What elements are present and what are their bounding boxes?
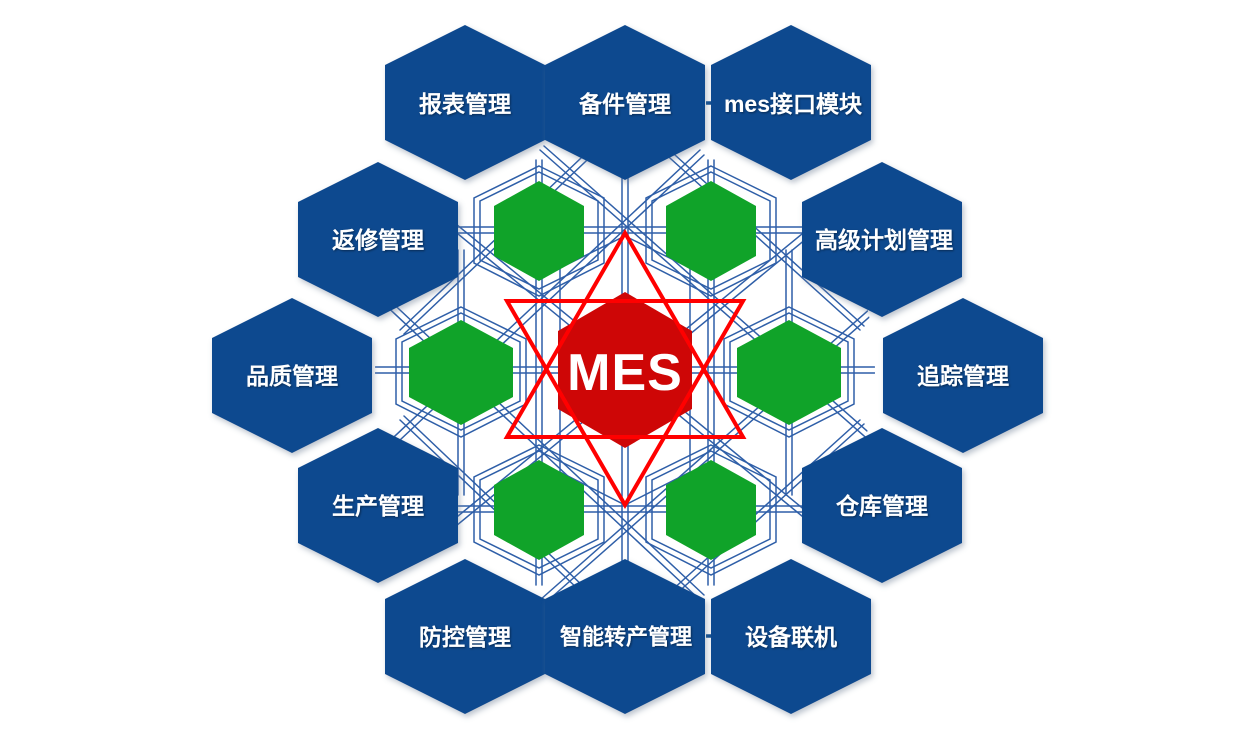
center-label-mes: MES [567, 344, 683, 402]
inner-hex-mid-right[interactable] [737, 320, 841, 425]
outer-hex-label: 高级计划管理 [815, 227, 953, 253]
hex-shape[interactable] [802, 428, 962, 583]
star-triangle-down [503, 299, 747, 509]
hex-shape[interactable] [385, 559, 545, 714]
hex-shape[interactable] [298, 162, 458, 317]
inner-hex-top-left[interactable] [494, 181, 584, 281]
outer-hex-fangkong[interactable]: 防控管理 [385, 559, 545, 714]
outer-hex-label: 报表管理 [419, 91, 511, 117]
outer-hex-label: 品质管理 [246, 363, 338, 389]
star-of-david-overlay [503, 229, 747, 509]
outer-hex-mesjiekou[interactable]: mes接口模块 [711, 25, 871, 180]
outer-hex-baobiao[interactable]: 报表管理 [385, 25, 545, 180]
inner-hex-bottom-left[interactable] [494, 460, 584, 560]
hex-shape[interactable] [385, 25, 545, 180]
inner-hex-bottom-right[interactable] [666, 460, 756, 560]
outer-hex-pinzhi[interactable]: 品质管理 [212, 298, 372, 453]
outer-hex-label: 设备联机 [745, 624, 837, 650]
hex-shape[interactable] [545, 25, 705, 180]
hex-shape[interactable] [802, 162, 962, 317]
outer-hex-beijian[interactable]: 备件管理 [545, 25, 705, 180]
hex-shape[interactable] [545, 559, 705, 714]
outer-hexagons: 报表管理 备件管理 mes接口模块 返修管理 高级计划管理 [212, 25, 1043, 714]
outer-hex-label: 追踪管理 [917, 363, 1009, 389]
star-triangle-up [503, 229, 747, 439]
outer-hex-shebei[interactable]: 设备联机 [711, 559, 871, 714]
outer-hex-label: 智能转产管理 [560, 625, 692, 650]
outer-hex-label: 防控管理 [419, 624, 511, 650]
outer-hex-label: 返修管理 [332, 227, 424, 253]
inner-hex-top-right[interactable] [666, 181, 756, 281]
outer-hex-label: 生产管理 [332, 493, 424, 519]
hex-shape[interactable] [212, 298, 372, 453]
hex-shape[interactable] [711, 559, 871, 714]
outer-hex-fanxiu[interactable]: 返修管理 [298, 162, 458, 317]
outer-hex-label: mes接口模块 [724, 91, 862, 117]
outer-hex-cangku[interactable]: 仓库管理 [802, 428, 962, 583]
outer-hex-label: 仓库管理 [835, 493, 928, 519]
outer-hex-zhuizong[interactable]: 追踪管理 [883, 298, 1043, 453]
center-hex-mes[interactable] [558, 292, 692, 448]
outer-hex-label: 备件管理 [578, 91, 671, 117]
outer-hex-shengchan[interactable]: 生产管理 [298, 428, 458, 583]
hex-shape[interactable] [883, 298, 1043, 453]
inner-green-nodes [409, 181, 841, 560]
inner-hex-mid-left[interactable] [409, 320, 513, 425]
outer-hex-zhineng[interactable]: 智能转产管理 [545, 559, 705, 714]
outer-hex-gaoji[interactable]: 高级计划管理 [802, 162, 962, 317]
hex-shape[interactable] [711, 25, 871, 180]
hex-shape[interactable] [298, 428, 458, 583]
